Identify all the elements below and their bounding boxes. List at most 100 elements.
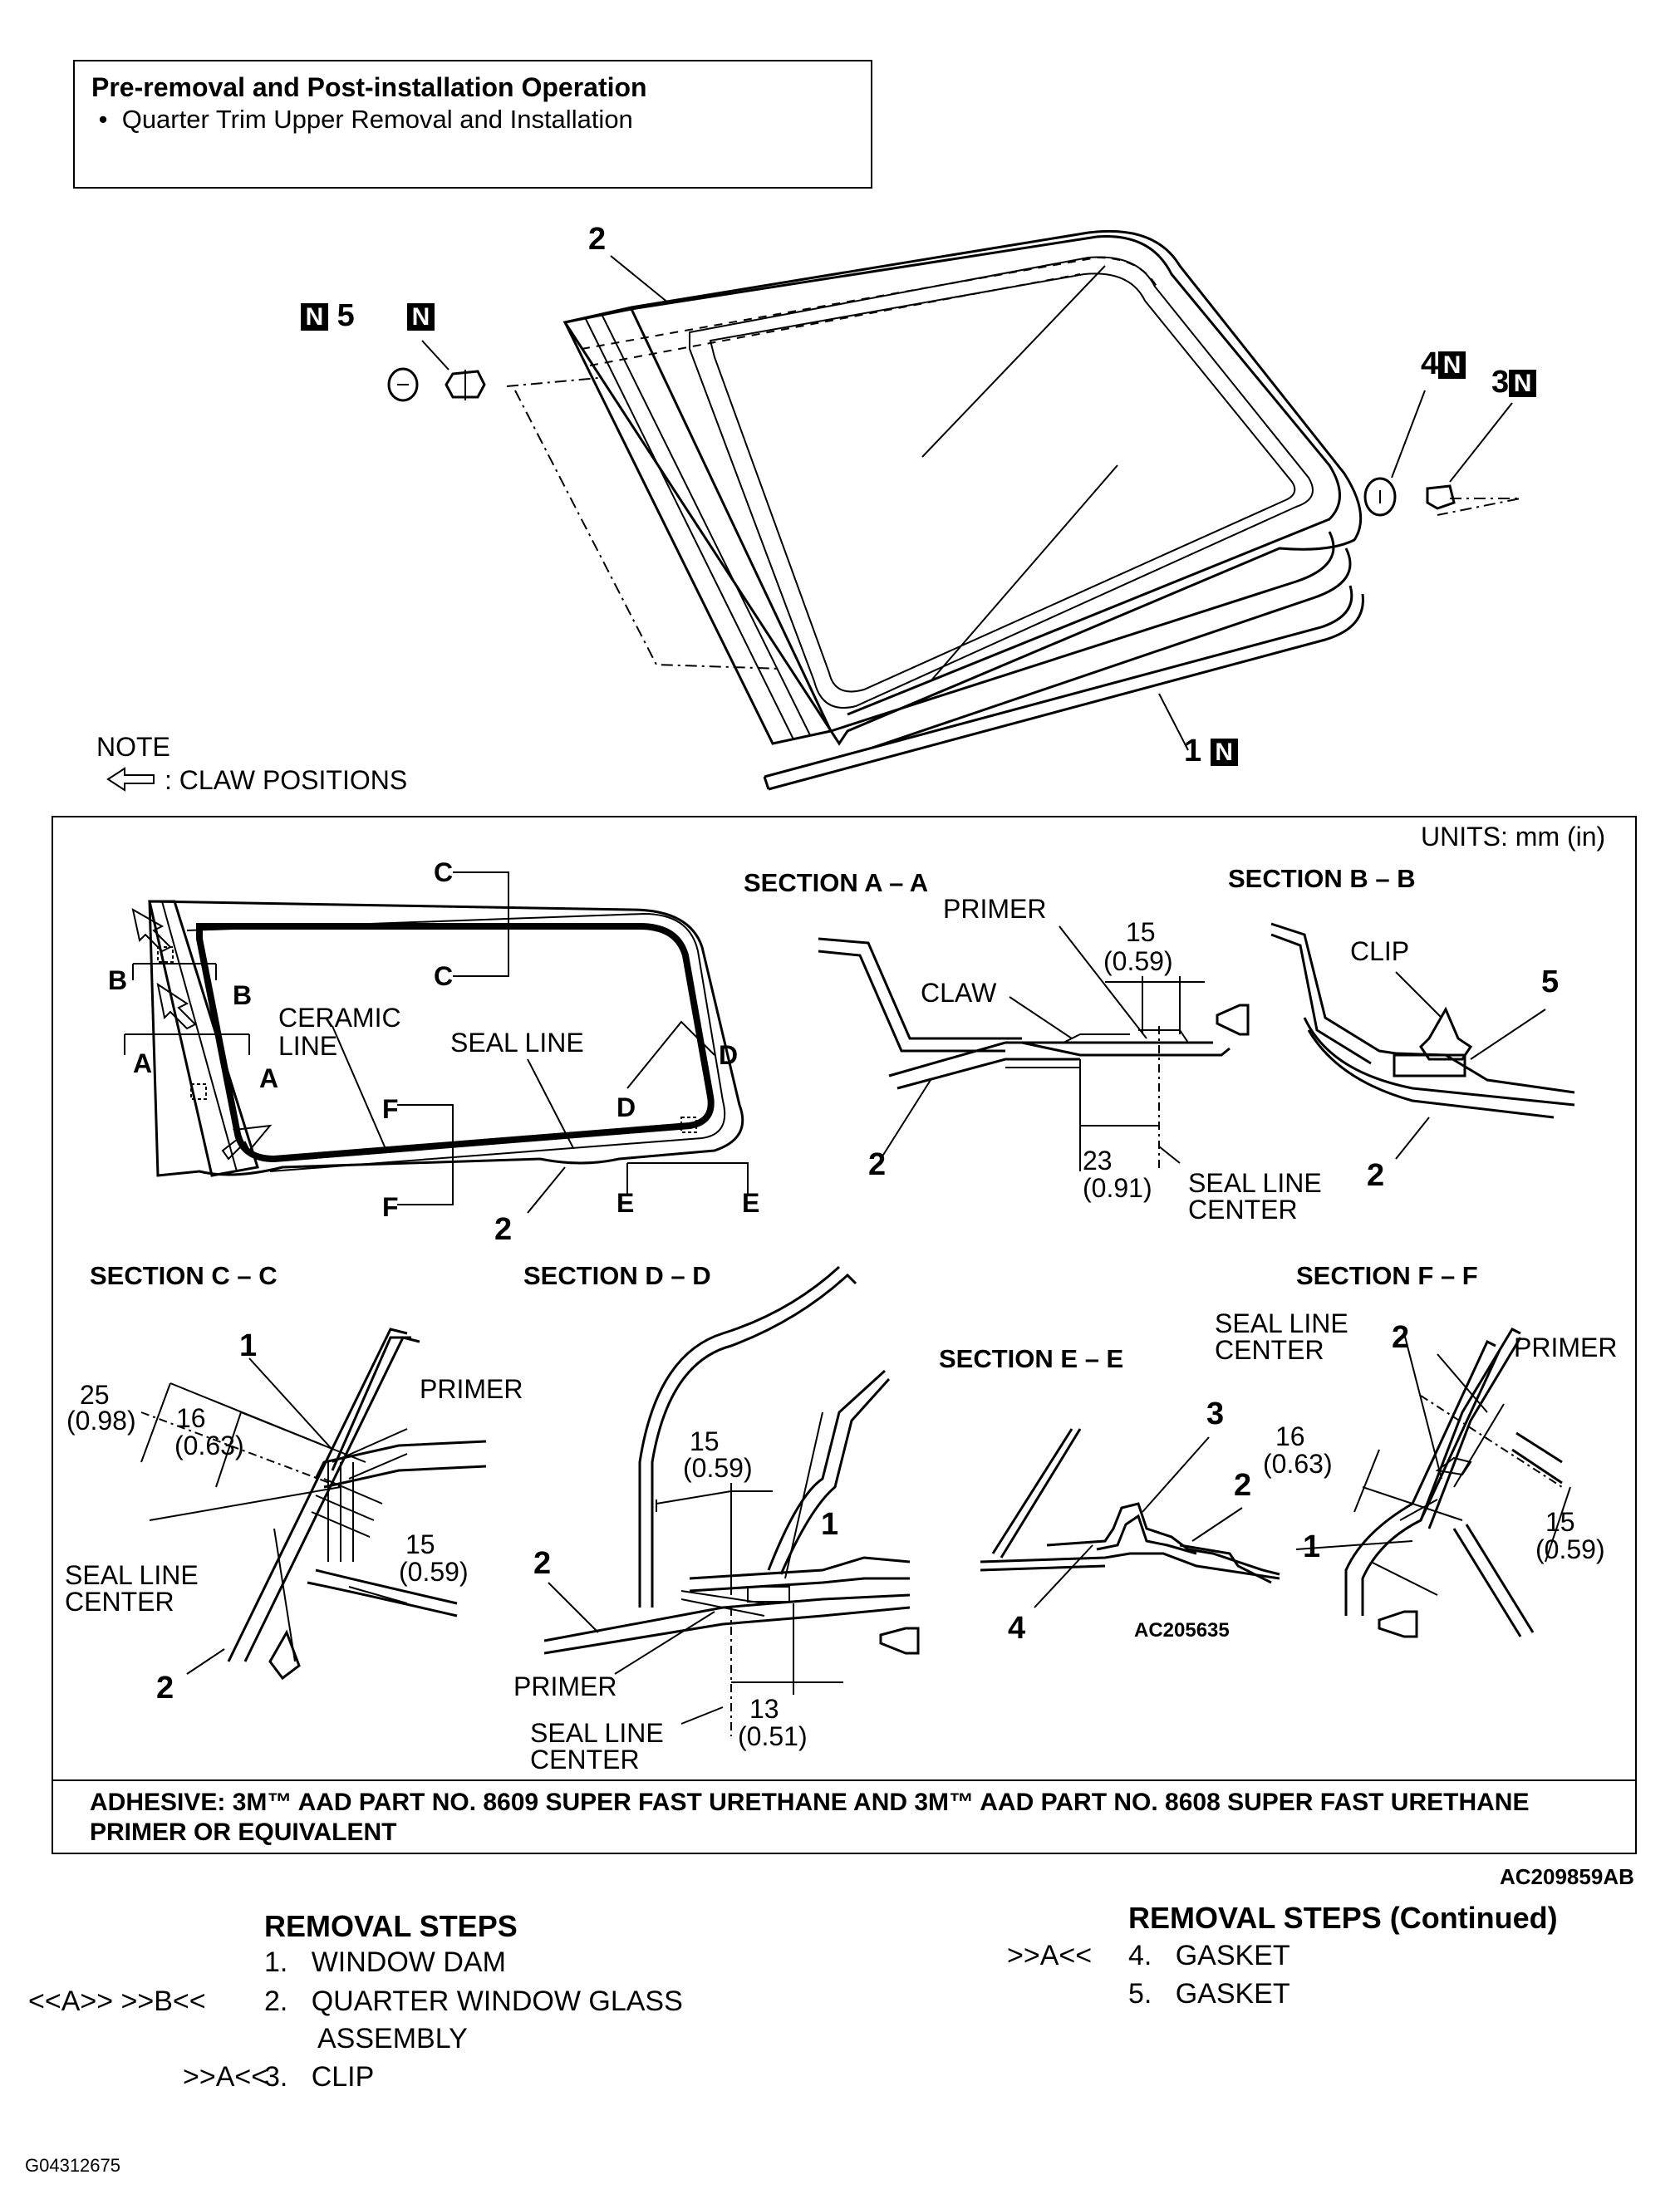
overview-f-top: F <box>382 1094 399 1124</box>
overview-part-2: 2 <box>494 1212 513 1247</box>
section-frame <box>52 816 1637 1854</box>
note-title: NOTE <box>96 732 170 762</box>
new-part-icon: N <box>1438 351 1466 380</box>
section-a-title: SECTION A – A <box>744 868 929 897</box>
adhesive-note: ADHESIVE: 3M™ AAD PART NO. 8609 SUPER FA… <box>52 1779 1637 1854</box>
section-e-part-3: 3 <box>1206 1397 1225 1431</box>
claw-position-icon <box>221 1124 273 1161</box>
quarter-window-glass-drawing <box>387 229 1521 791</box>
pre-removal-item: • Quarter Trim Upper Removal and Install… <box>91 105 633 134</box>
removal-step-3-code: >>A<< <box>183 2061 268 2093</box>
overview-f-bottom: F <box>382 1192 399 1222</box>
section-a-part-2: 2 <box>868 1147 887 1182</box>
removal-step-3: 3. CLIP <box>264 2061 375 2093</box>
section-a-dim-15: 15 <box>1126 917 1156 947</box>
document-code: G04312675 <box>25 2155 120 2176</box>
overview-c-bottom: C <box>434 961 454 991</box>
section-d-dim-15: 15 <box>690 1426 720 1456</box>
removal-step-5: 5. GASKET <box>1128 1978 1290 2010</box>
section-a-dim-23: 23 <box>1083 1146 1113 1176</box>
section-c-dim-16: 16 <box>176 1403 206 1433</box>
section-b-title: SECTION B – B <box>1228 864 1416 893</box>
section-c-drawing <box>140 1328 487 1681</box>
section-d-title: SECTION D – D <box>523 1261 711 1290</box>
removal-step-2-codes: <<A>> >>B<< <box>28 1986 206 2017</box>
claw-position-icon <box>156 982 197 1030</box>
section-e-part-4: 4 <box>1008 1611 1026 1646</box>
removal-steps-heading: REMOVAL STEPS <box>264 1909 518 1943</box>
new-part-icon: N <box>1210 739 1238 767</box>
figure-code: AC209859AB <box>1500 1864 1634 1889</box>
new-part-icon: N <box>407 303 435 331</box>
removal-step-4: 4. GASKET <box>1128 1940 1290 1971</box>
section-e-figure-code: AC205635 <box>1134 1619 1230 1642</box>
overview-glass-drawing <box>124 871 749 1214</box>
section-f-primer: PRIMER <box>1514 1333 1618 1362</box>
section-e-title: SECTION E – E <box>939 1344 1124 1373</box>
callout-1: 1 N <box>1184 734 1238 768</box>
section-c-dim-16-in: (0.63) <box>174 1431 244 1460</box>
section-f-dim-15-in: (0.59) <box>1535 1534 1605 1564</box>
section-f-dim-15: 15 <box>1545 1507 1575 1537</box>
section-d-drawing <box>543 1265 920 1736</box>
section-f-dim-16: 16 <box>1275 1421 1305 1451</box>
section-a-primer: PRIMER <box>943 894 1047 924</box>
section-a-dim-15-in: (0.59) <box>1103 946 1173 976</box>
section-c-dim-25: 25 <box>80 1380 110 1410</box>
section-a-dim-23-in: (0.91) <box>1083 1173 1152 1203</box>
section-e-part-2: 2 <box>1234 1468 1252 1503</box>
section-d-dim-15-in: (0.59) <box>683 1453 753 1483</box>
section-f-part-1: 1 <box>1303 1529 1321 1564</box>
pre-removal-box: Pre-removal and Post-installation Operat… <box>73 60 872 189</box>
callout-2-top: 2 <box>588 222 607 257</box>
overview-a-right: A <box>259 1063 279 1093</box>
section-f-title: SECTION F – F <box>1296 1261 1478 1290</box>
section-f-drawing <box>1295 1328 1571 1638</box>
section-d-part-1: 1 <box>821 1507 839 1542</box>
overview-e-left: E <box>616 1188 635 1218</box>
units-label: UNITS: mm (in) <box>1421 822 1606 852</box>
callout-clip-left: N <box>407 299 435 332</box>
section-b-part-5: 5 <box>1541 965 1560 999</box>
section-d-primer: PRIMER <box>513 1671 617 1701</box>
overview-d-right: D <box>719 1040 739 1070</box>
section-c-title: SECTION C – C <box>90 1261 278 1290</box>
section-f-part-2: 2 <box>1392 1320 1410 1355</box>
overview-d-left: D <box>616 1092 636 1122</box>
overview-e-right: E <box>742 1188 760 1218</box>
removal-step-2: 2. QUARTER WINDOW GLASS <box>264 1986 683 2017</box>
section-a-drawing <box>818 925 1250 1171</box>
new-part-icon: N <box>1509 370 1537 398</box>
removal-step-4-code: >>A<< <box>1007 1940 1093 1971</box>
overview-c-top: C <box>434 857 454 887</box>
section-b-clip: CLIP <box>1350 936 1410 966</box>
section-d-part-2: 2 <box>533 1546 552 1581</box>
section-c-part-1: 1 <box>239 1328 258 1363</box>
claw-position-icon <box>131 908 172 953</box>
overview-a-left: A <box>133 1048 153 1078</box>
pre-removal-item-text: Quarter Trim Upper Removal and Installat… <box>121 105 633 134</box>
overview-b-left: B <box>108 965 128 995</box>
section-c-dim-15-in: (0.59) <box>399 1557 469 1587</box>
pre-removal-title: Pre-removal and Post-installation Operat… <box>91 72 647 102</box>
section-a-claw: CLAW <box>921 978 997 1008</box>
removal-step-2-cont: ASSEMBLY <box>317 2023 468 2054</box>
new-part-icon: N <box>301 303 328 331</box>
section-c-primer: PRIMER <box>420 1374 523 1404</box>
section-c-dim-15: 15 <box>405 1529 435 1559</box>
callout-5: N 5 <box>301 299 355 332</box>
overview-b-right: B <box>233 980 253 1010</box>
section-e-drawing <box>980 1428 1280 1608</box>
removal-steps-continued-heading: REMOVAL STEPS (Continued) <box>1128 1901 1558 1935</box>
section-c-part-2: 2 <box>156 1671 174 1706</box>
section-c-dim-25-in: (0.98) <box>66 1406 136 1436</box>
section-d-dim-13: 13 <box>749 1694 779 1724</box>
